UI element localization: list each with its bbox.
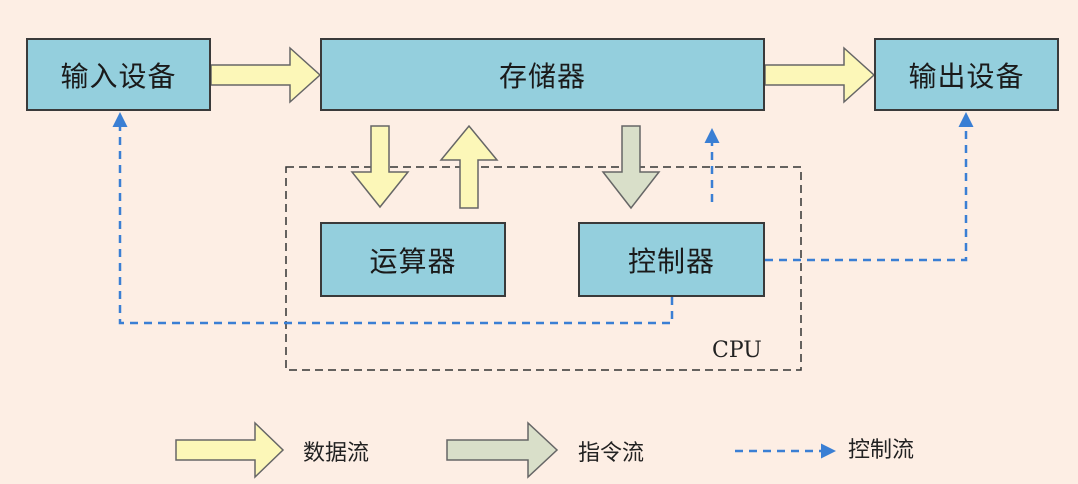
data-arrow-alu-to-memory (439, 124, 499, 209)
output-device-box: 输出设备 (874, 38, 1059, 111)
cpu-label: CPU (712, 338, 762, 363)
legend-data-flow-label: 数据流 (303, 441, 370, 466)
legend-instruction-flow-label: 指令流 (578, 441, 645, 466)
cpu-boundary (285, 166, 802, 371)
control-line-to-input (112, 112, 674, 325)
input-device-box: 输入设备 (26, 38, 211, 111)
alu-box: 运算器 (320, 222, 506, 297)
instruction-arrow-memory-to-control (601, 125, 661, 210)
control-unit-box: 控制器 (578, 222, 765, 297)
legend-data-flow-arrow (175, 421, 285, 479)
control-line-to-output (765, 112, 974, 262)
data-arrow-memory-to-output (764, 46, 876, 104)
legend-control-flow-label: 控制流 (848, 438, 915, 463)
data-arrow-input-to-memory (210, 46, 322, 104)
data-arrow-memory-to-alu (350, 125, 410, 209)
memory-box: 存储器 (320, 38, 765, 111)
legend-instruction-flow-arrow (446, 421, 559, 479)
